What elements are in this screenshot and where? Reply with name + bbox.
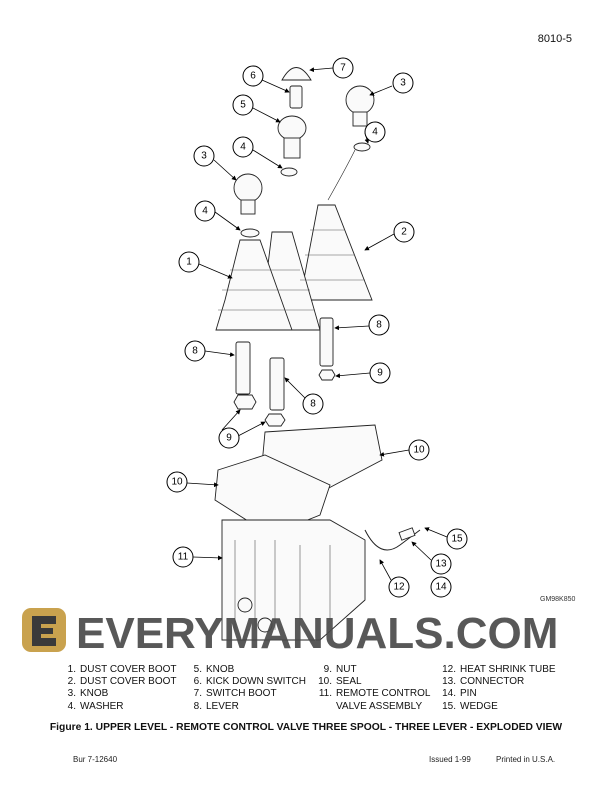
callout-10: 10 — [166, 471, 188, 493]
callout-4: 4 — [232, 136, 254, 158]
svg-text:12: 12 — [393, 582, 405, 593]
callout-10: 10 — [408, 439, 430, 461]
svg-text:4: 4 — [202, 206, 208, 217]
callout-2: 2 — [393, 221, 415, 243]
callout-9: 9 — [218, 427, 240, 449]
dust-cover-boots — [215, 204, 373, 331]
svg-text:9: 9 — [377, 368, 383, 379]
legend-item: 15.WEDGE — [442, 700, 498, 712]
legend-item: 12.HEAT SHRINK TUBE — [442, 664, 556, 675]
svg-text:5: 5 — [240, 100, 246, 111]
svg-text:2: 2 — [401, 227, 407, 238]
legend-item: 1.DUST COVER BOOT — [67, 664, 177, 675]
svg-text:13: 13 — [435, 559, 447, 570]
svg-text:1: 1 — [186, 257, 192, 268]
legend-column-3: 9.NUT 10.SEAL 11.REMOTE CONTROL VALVE AS… — [314, 664, 430, 713]
callout-7: 7 — [332, 57, 354, 79]
callout-1: 1 — [178, 251, 200, 273]
callout-8: 8 — [184, 340, 206, 362]
callout-11: 11 — [172, 546, 194, 568]
callout-3: 3 — [193, 145, 215, 167]
page-number: 8010-5 — [537, 33, 572, 45]
svg-text:3: 3 — [400, 78, 406, 89]
callout-5: 5 — [232, 94, 254, 116]
callout-3: 3 — [392, 72, 414, 94]
callout-14: 14 — [430, 576, 452, 598]
callout-9: 9 — [369, 362, 391, 384]
svg-text:4: 4 — [240, 142, 246, 153]
legend-column-2: 5.KNOB 6.KICK DOWN SWITCH 7.SWITCH BOOT … — [184, 664, 306, 713]
knob-center-part — [277, 115, 307, 159]
callout-8: 8 — [368, 314, 390, 336]
svg-text:14: 14 — [435, 582, 447, 593]
callout-4: 4 — [364, 121, 386, 143]
leader-lines — [186, 67, 448, 581]
washers — [240, 142, 371, 238]
levers — [235, 317, 334, 411]
svg-text:8: 8 — [310, 399, 316, 410]
callout-15: 15 — [446, 528, 468, 550]
callout-12: 12 — [388, 576, 410, 598]
nuts — [233, 369, 336, 427]
legend-item: 5.KNOB — [193, 664, 235, 675]
legend-item: 6.KICK DOWN SWITCH — [193, 676, 306, 688]
legend-item: 4.WASHER — [67, 700, 124, 712]
legend-item: 9.NUT — [323, 664, 357, 675]
svg-text:10: 10 — [413, 445, 425, 456]
legend-column-4: 12.HEAT SHRINK TUBE 13.CONNECTOR 14.PIN … — [438, 664, 556, 713]
knob-left-part — [233, 173, 263, 215]
legend-item: 7.SWITCH BOOT — [193, 688, 277, 700]
svg-text:8: 8 — [376, 320, 382, 331]
svg-text:15: 15 — [451, 534, 463, 545]
legend-column-1: 1.DUST COVER BOOT 2.DUST COVER BOOT 3.KN… — [58, 664, 177, 713]
seals — [214, 424, 383, 536]
callout-4: 4 — [194, 200, 216, 222]
legend-item: VALVE ASSEMBLY — [336, 700, 423, 712]
knob-right-part — [345, 85, 375, 127]
svg-text:4: 4 — [372, 127, 378, 138]
svg-text:9: 9 — [226, 433, 232, 444]
issued-date: Issued 1-99 — [429, 755, 471, 764]
doc-number: Bur 7-12640 — [73, 755, 118, 764]
printed-location: Printed in U.S.A. — [496, 755, 556, 764]
figure-caption: Figure 1. UPPER LEVEL - REMOTE CONTROL V… — [49, 722, 563, 733]
legend-item: 11.REMOTE CONTROL — [318, 688, 431, 700]
svg-text:6: 6 — [250, 71, 256, 82]
svg-text:7: 7 — [340, 63, 346, 74]
legend-item: 14.PIN — [442, 688, 477, 700]
wire-harness-part — [327, 149, 421, 551]
legend-item: 3.KNOB — [67, 688, 109, 700]
legend-item: 2.DUST COVER BOOT — [67, 676, 177, 688]
kick-down-switch-part — [289, 85, 303, 109]
callout-13: 13 — [430, 553, 452, 575]
legend-item: 8.LEVER — [193, 700, 239, 712]
drawing-id: GM98K850 — [540, 596, 576, 603]
legend-item: 13.CONNECTOR — [442, 676, 525, 688]
exploded-view-diagram: 7 6 3 5 4 4 3 4 2 1 8 8 9 8 9 10 10 11 1… — [166, 57, 468, 641]
svg-text:10: 10 — [171, 477, 183, 488]
callout-8: 8 — [302, 393, 324, 415]
legend-item: 10.SEAL — [318, 676, 362, 688]
svg-text:3: 3 — [201, 151, 207, 162]
svg-text:8: 8 — [192, 346, 198, 357]
valve-assembly-part — [221, 519, 366, 641]
switch-boot-part — [281, 67, 312, 81]
callout-6: 6 — [242, 65, 264, 87]
svg-text:11: 11 — [178, 552, 189, 563]
